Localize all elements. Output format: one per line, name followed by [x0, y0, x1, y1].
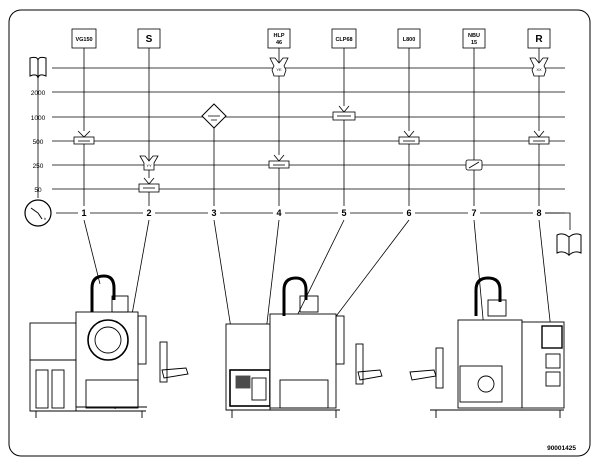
column-header-4: HLP 46	[267, 28, 291, 49]
column-numbers: 1 2 3 4 5 6 7 8	[78, 206, 545, 220]
column-number: 8	[536, 208, 541, 218]
oil-can-icon	[73, 130, 95, 145]
manual-book-icon	[545, 212, 582, 257]
svg-text:CLP68: CLP68	[335, 37, 352, 43]
svg-text:15: 15	[471, 40, 477, 46]
svg-text:R: R	[535, 34, 543, 45]
manual-book-icon	[29, 56, 47, 79]
oil-can-icon	[268, 154, 290, 169]
level-label: 250	[33, 163, 44, 170]
column-header-7: NBU 15	[462, 28, 486, 49]
svg-text:46: 46	[276, 40, 282, 46]
machine-view-left	[29, 274, 189, 418]
lube-symbols: YY YE	[73, 57, 550, 193]
column-headers: VG150 S HLP 46 CLP68 L800 NBU 15 R	[71, 28, 551, 49]
grease-fitting-icon: YY	[139, 155, 159, 171]
svg-text:HLP: HLP	[274, 33, 285, 39]
column-header-1: VG150	[71, 28, 97, 49]
column-lines	[83, 48, 540, 207]
level-label: 50	[34, 187, 42, 194]
svg-text:L800: L800	[403, 37, 416, 43]
machine-view-right	[409, 276, 565, 418]
column-number: 6	[406, 208, 411, 218]
level-labels: 2000 1000 500 250 50	[31, 90, 46, 194]
chart-frame	[8, 9, 591, 457]
svg-text:VG150: VG150	[75, 37, 92, 43]
svg-text:XX: XX	[536, 67, 542, 72]
brush-icon	[465, 159, 483, 171]
oil-can-icon	[138, 177, 160, 193]
oil-can-icon	[398, 130, 420, 145]
column-header-5: CLP68	[331, 28, 357, 49]
column-number: 1	[81, 208, 86, 218]
level-label: 1000	[31, 115, 46, 122]
grease-fitting-icon: YE	[269, 57, 289, 77]
svg-text:YE: YE	[276, 67, 282, 72]
oil-can-icon	[528, 130, 550, 145]
oil-can-icon	[332, 105, 356, 121]
grease-fitting-icon: XX	[529, 57, 549, 77]
svg-text:S: S	[146, 34, 153, 45]
column-number: 4	[276, 208, 281, 218]
column-header-8: R	[527, 28, 551, 49]
level-label: 2000	[31, 90, 46, 97]
coolant-diamond-icon	[201, 103, 227, 129]
clock-icon: h	[24, 199, 52, 227]
column-header-6: L800	[397, 28, 421, 49]
svg-text:NBU: NBU	[468, 33, 480, 39]
svg-text:YY: YY	[146, 163, 152, 168]
column-number: 5	[341, 208, 346, 218]
column-number: 7	[471, 208, 476, 218]
document-number: 90001425	[547, 445, 576, 452]
svg-text:h: h	[44, 216, 46, 221]
column-number: 2	[146, 208, 151, 218]
column-header-2: S	[137, 28, 161, 49]
column-number: 3	[211, 208, 216, 218]
interval-lines	[52, 67, 565, 214]
machine-view-middle	[225, 276, 383, 418]
level-label: 500	[33, 139, 44, 146]
